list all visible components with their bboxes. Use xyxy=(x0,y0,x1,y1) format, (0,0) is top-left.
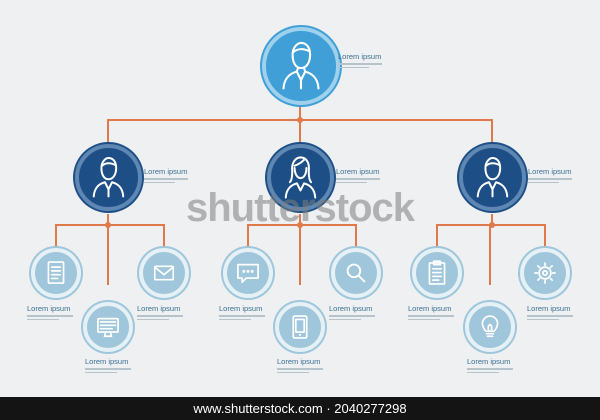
clipboard-icon xyxy=(428,260,446,285)
leaf-label-6: Lorem ipsum xyxy=(329,305,375,320)
leaf-node-4[interactable] xyxy=(223,248,273,298)
leaf-node-1[interactable] xyxy=(31,248,81,298)
lightbulb-icon xyxy=(481,315,499,338)
leaf-title-5: Lorem ipsum xyxy=(277,357,321,366)
leaf-label-3: Lorem ipsum xyxy=(137,305,183,320)
footer-bar: www.shutterstock.com · 2040277298 xyxy=(0,397,600,420)
tablet-icon xyxy=(292,315,308,339)
manager-node-3[interactable] xyxy=(459,144,526,211)
top-node-title: Lorem ipsum xyxy=(338,52,382,61)
text-placeholder-line xyxy=(467,371,500,373)
leaf-node-8[interactable] xyxy=(465,302,515,352)
manager-title-2: Lorem ipsum xyxy=(336,167,380,176)
magnifier-icon xyxy=(346,263,366,283)
text-placeholder-line xyxy=(329,318,362,320)
text-placeholder-line xyxy=(329,315,375,317)
text-placeholder-line xyxy=(408,318,441,320)
leaf-label-7: Lorem ipsum xyxy=(408,305,454,320)
text-placeholder-line xyxy=(277,368,323,370)
text-placeholder-line xyxy=(467,368,513,370)
text-placeholder-line xyxy=(219,318,252,320)
leaf-title-2: Lorem ipsum xyxy=(85,357,129,366)
leaf-node-9[interactable] xyxy=(520,248,570,298)
leaf-title-7: Lorem ipsum xyxy=(408,304,452,313)
leaf-title-6: Lorem ipsum xyxy=(329,304,373,313)
leaf-node-5[interactable] xyxy=(275,302,325,352)
chat-bubble-icon xyxy=(237,263,259,284)
manager-node-2[interactable] xyxy=(267,144,334,211)
text-placeholder-line xyxy=(137,315,183,317)
text-placeholder-line xyxy=(338,63,382,65)
text-placeholder-line xyxy=(336,181,367,183)
text-placeholder-line xyxy=(27,315,73,317)
leaf-label-4: Lorem ipsum xyxy=(219,305,265,320)
manager-title-3: Lorem ipsum xyxy=(528,167,572,176)
leaf-title-1: Lorem ipsum xyxy=(27,304,71,313)
text-placeholder-line xyxy=(27,318,60,320)
leaf-label-1: Lorem ipsum xyxy=(27,305,73,320)
leaf-title-4: Lorem ipsum xyxy=(219,304,263,313)
male-person-icon xyxy=(92,157,125,198)
text-placeholder-line xyxy=(85,368,131,370)
leaf-node-2[interactable] xyxy=(83,302,133,352)
manager-label-3: Lorem ipsum xyxy=(528,168,572,183)
leaf-label-2: Lorem ipsum xyxy=(85,358,131,373)
manager-node-1[interactable] xyxy=(75,144,142,211)
monitor-icon xyxy=(97,317,119,338)
footer-text: www.shutterstock.com · 2040277298 xyxy=(193,401,407,416)
leaf-title-3: Lorem ipsum xyxy=(137,304,181,313)
leaf-node-3[interactable] xyxy=(139,248,189,298)
male-person-icon xyxy=(476,157,509,198)
text-placeholder-line xyxy=(338,66,369,68)
text-placeholder-line xyxy=(144,178,188,180)
envelope-icon xyxy=(153,265,175,281)
text-placeholder-line xyxy=(527,318,560,320)
text-placeholder-line xyxy=(336,178,380,180)
manager-title-1: Lorem ipsum xyxy=(144,167,188,176)
leaf-label-5: Lorem ipsum xyxy=(277,358,323,373)
female-person-icon xyxy=(284,156,317,199)
leaf-node-7[interactable] xyxy=(412,248,462,298)
leaf-node-6[interactable] xyxy=(331,248,381,298)
leaf-label-8: Lorem ipsum xyxy=(467,358,513,373)
text-placeholder-line xyxy=(144,181,175,183)
leaf-title-9: Lorem ipsum xyxy=(527,304,571,313)
text-placeholder-line xyxy=(527,315,573,317)
person-icon xyxy=(282,41,320,90)
leaf-label-9: Lorem ipsum xyxy=(527,305,573,320)
top-node[interactable] xyxy=(262,27,340,105)
text-placeholder-line xyxy=(137,318,170,320)
text-placeholder-line xyxy=(277,371,310,373)
gear-icon xyxy=(534,262,556,284)
top-node-label: Lorem ipsum xyxy=(338,53,382,68)
text-placeholder-line xyxy=(528,181,559,183)
leaf-title-8: Lorem ipsum xyxy=(467,357,511,366)
watermark: shutterstock xyxy=(185,186,415,230)
text-placeholder-line xyxy=(408,315,454,317)
manager-label-2: Lorem ipsum xyxy=(336,168,380,183)
text-placeholder-line xyxy=(85,371,118,373)
document-icon xyxy=(47,261,65,284)
manager-label-1: Lorem ipsum xyxy=(144,168,188,183)
text-placeholder-line xyxy=(528,178,572,180)
text-placeholder-line xyxy=(219,315,265,317)
